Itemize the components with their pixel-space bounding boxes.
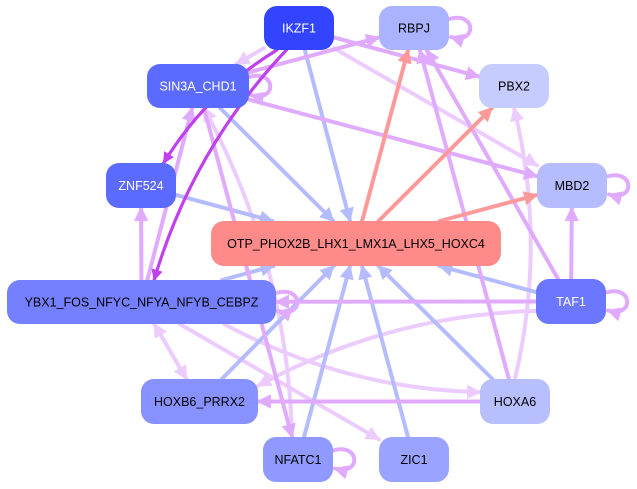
node-box (480, 379, 550, 424)
node-box (536, 279, 606, 324)
node-label: OTP_PHOX2B_LHX1_LMX1A_LHX5_HOXC4 (227, 237, 485, 251)
edge-taf1-to-mbd2 (564, 206, 579, 281)
node-label: YBX1_FOS_NFYC_NFYA_NFYB_CEBPZ (25, 296, 259, 310)
edge-sin3a-chd1-to-mbd2 (247, 97, 539, 180)
node-label: HOXA6 (494, 395, 536, 409)
node-box (211, 221, 501, 266)
node-label: SIN3A_CHD1 (159, 80, 236, 94)
node-box (479, 64, 549, 108)
node-hoxa6[interactable]: HOXA6 (480, 379, 550, 424)
edge-nfatc1-to-nfatc1 (331, 447, 357, 480)
edge-hoxb6-prrx2-to-otp (219, 264, 336, 381)
node-znf524[interactable]: ZNF524 (106, 163, 176, 208)
node-box (379, 437, 449, 482)
node-hoxb6-prrx2[interactable]: HOXB6_PRRX2 (141, 379, 258, 424)
node-sin3a-chd1[interactable]: SIN3A_CHD1 (147, 64, 249, 108)
edge-ikzf1-to-otp (302, 48, 354, 223)
edge-hoxa6-to-otp (376, 264, 495, 381)
node-label: RBPJ (398, 22, 430, 36)
edge-zic1-to-otp (358, 264, 410, 439)
edge-taf1-to-hoxb6-prrx2 (256, 308, 538, 388)
node-label: PBX2 (498, 80, 530, 94)
node-label: TAF1 (556, 295, 586, 309)
edge-taf1-to-taf1 (604, 289, 630, 322)
node-label: HOXB6_PRRX2 (154, 395, 245, 409)
edge-otp-to-rbpj (360, 48, 412, 223)
edge-otp-to-pbx2 (376, 106, 494, 223)
node-box (106, 163, 176, 208)
node-box (263, 437, 333, 482)
edge-hoxa6-to-pbx2 (510, 106, 533, 381)
edge-taf1-to-otp (437, 262, 538, 295)
edge-sin3a-chd1-to-sin3a-chd1 (247, 73, 273, 106)
node-label: IKZF1 (282, 22, 316, 36)
edge-sin3a-chd1-to-otp (218, 106, 336, 223)
edge-taf1-to-rbpj (424, 48, 561, 281)
nodes-layer: IKZF1 RBPJ SIN3A_CHD1 PBX2 ZNF524 MBD2 O… (7, 6, 607, 482)
node-ybx1-fos-nfyc-nfya-nfyb-cebpz[interactable]: YBX1_FOS_NFYC_NFYA_NFYB_CEBPZ (7, 280, 276, 324)
node-label: ZIC1 (400, 453, 427, 467)
node-taf1[interactable]: TAF1 (536, 279, 606, 324)
node-box (379, 6, 449, 50)
edge-ybx1-to-zic1 (177, 322, 381, 442)
node-zic1[interactable]: ZIC1 (379, 437, 449, 482)
node-otp-phox2b-lhx1-lmx1a-lhx5-hoxc4[interactable]: OTP_PHOX2B_LHX1_LMX1A_LHX5_HOXC4 (211, 221, 501, 266)
node-nfatc1[interactable]: NFATC1 (263, 437, 333, 482)
edge-ikzf1-to-sin3a-chd1 (234, 46, 266, 66)
node-box (7, 280, 276, 324)
node-box (537, 163, 607, 208)
node-label: ZNF524 (118, 179, 163, 193)
node-label: MBD2 (555, 179, 590, 193)
node-box (264, 6, 334, 50)
node-mbd2[interactable]: MBD2 (537, 163, 607, 208)
edge-ybx1-to-hoxa6 (222, 322, 482, 400)
node-pbx2[interactable]: PBX2 (479, 64, 549, 108)
edge-rbpj-to-rbpj (447, 15, 473, 48)
edge-hoxb6-prrx2-to-ybx1 (152, 322, 189, 381)
edge-ikzf1-to-ybx1 (151, 48, 288, 282)
edge-nfatc1-to-otp (302, 264, 354, 439)
edge-sin3a-chd1-to-nfatc1 (201, 106, 296, 439)
edge-sin3a-chd1-to-rbpj (247, 33, 381, 75)
edge-znf524-to-otp (174, 192, 275, 225)
edge-otp-to-mbd2 (437, 191, 539, 223)
node-ikzf1[interactable]: IKZF1 (264, 6, 334, 50)
node-box (141, 379, 258, 424)
node-label: NFATC1 (275, 453, 322, 467)
edge-mbd2-to-mbd2 (605, 173, 631, 206)
node-rbpj[interactable]: RBPJ (379, 6, 449, 50)
node-box (147, 64, 249, 108)
